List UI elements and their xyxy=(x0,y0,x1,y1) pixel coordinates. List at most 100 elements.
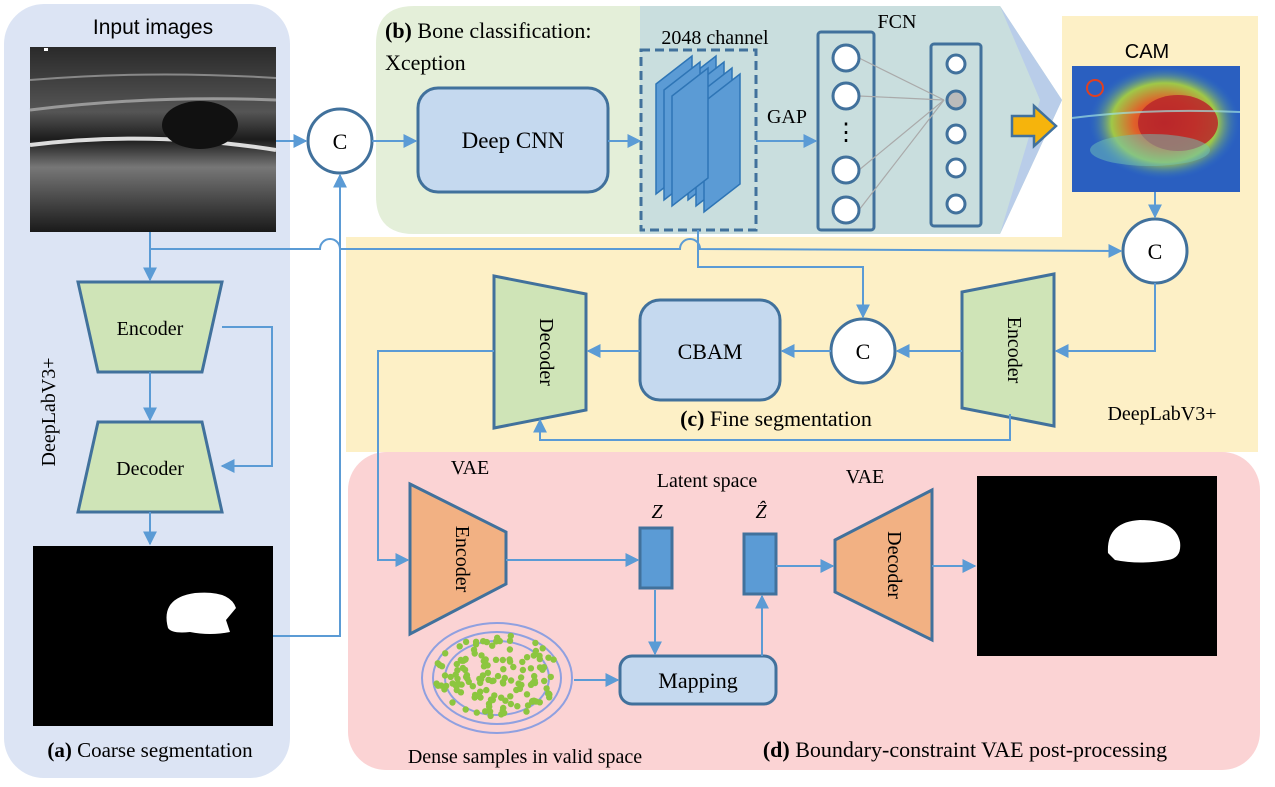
sample-dot xyxy=(498,694,505,701)
sample-dot xyxy=(487,696,495,703)
sample-dot xyxy=(510,663,517,671)
concat-node-2-label: C xyxy=(1148,239,1163,264)
sample-dot xyxy=(462,673,470,681)
sample-dot xyxy=(473,709,480,716)
sample-dot xyxy=(507,693,514,700)
fcn-layer-1 xyxy=(816,30,876,232)
sample-dot xyxy=(501,674,508,682)
concat-node-1-label: C xyxy=(333,129,348,154)
sample-dot xyxy=(523,654,531,661)
sample-dot xyxy=(545,690,552,697)
dense-samples-cloud xyxy=(421,622,573,734)
decoder-c-label: Decoder xyxy=(535,318,557,386)
sample-dot xyxy=(485,676,492,683)
vae-encoder-label: Encoder xyxy=(451,526,473,593)
sample-dot xyxy=(543,685,550,692)
sample-dot xyxy=(480,663,488,670)
sample-dot xyxy=(478,676,485,683)
sample-dot xyxy=(462,656,469,663)
sample-dot xyxy=(500,666,507,673)
sample-dot xyxy=(478,652,485,659)
sample-dot xyxy=(472,638,480,645)
vae-decoder-block xyxy=(833,487,934,643)
encoder-c-block xyxy=(960,272,1056,428)
sample-dot xyxy=(536,699,543,706)
zhat-latent-block xyxy=(742,532,778,596)
deep-cnn-label: Deep CNN xyxy=(462,128,565,153)
sample-dot xyxy=(500,704,507,712)
sample-dot xyxy=(494,672,502,680)
input-images-label: Input images xyxy=(93,16,213,39)
z-latent-block xyxy=(638,526,674,590)
sample-dot xyxy=(482,708,489,715)
sample-dot xyxy=(530,652,537,659)
concat-node-3-label: C xyxy=(856,339,871,364)
sample-dot xyxy=(462,638,470,646)
sample-dot xyxy=(506,637,514,644)
sample-dot xyxy=(506,656,513,663)
fcn-layer-2 xyxy=(929,42,983,228)
sample-dot xyxy=(536,655,543,663)
sample-dot xyxy=(527,665,535,672)
sample-dot xyxy=(484,669,492,676)
sample-dot xyxy=(524,702,532,709)
sample-dot xyxy=(547,673,554,681)
sample-dot xyxy=(523,708,530,715)
decoder-c-block xyxy=(492,274,588,430)
panel-b-subtitle: Xception xyxy=(385,50,466,75)
sample-dot xyxy=(545,654,552,661)
sample-dot xyxy=(494,634,501,641)
sample-dot xyxy=(507,632,514,640)
sample-dot xyxy=(433,680,440,687)
sample-dot xyxy=(541,677,548,685)
sample-dot xyxy=(540,664,548,671)
sample-dot xyxy=(443,682,450,690)
sample-dot xyxy=(489,642,496,649)
sample-dot xyxy=(471,650,478,657)
sample-dot xyxy=(487,712,494,719)
vae-right-label: VAE xyxy=(846,466,885,488)
sample-dot xyxy=(449,680,456,687)
sample-dot xyxy=(483,638,490,646)
panel-a-side-label: DeepLabV3+ xyxy=(38,357,60,466)
fcn-ellipsis: ⋮ xyxy=(834,120,858,146)
panel-d-caption: (d) Boundary-constraint VAE post-process… xyxy=(763,737,1167,762)
coarse-mask-image xyxy=(33,546,273,726)
dense-samples-label: Dense samples in valid space xyxy=(408,746,642,768)
sample-dot xyxy=(514,703,521,710)
sample-dot xyxy=(469,683,476,690)
sample-dot xyxy=(539,645,546,652)
sample-dot xyxy=(518,681,525,689)
decoder-a-label: Decoder xyxy=(116,458,184,480)
panel-c-side-label: DeepLabV3+ xyxy=(1107,403,1216,425)
sample-dot xyxy=(499,656,506,664)
encoder-c-label: Encoder xyxy=(1003,317,1025,384)
feature-map-stack xyxy=(655,54,741,214)
sample-dot xyxy=(456,643,463,650)
sample-dot xyxy=(550,656,557,663)
encoder-a-label: Encoder xyxy=(117,318,184,340)
mapping-label: Mapping xyxy=(658,668,737,693)
sample-dot xyxy=(449,699,456,706)
sample-dot xyxy=(453,660,460,668)
sample-dot xyxy=(506,646,514,653)
gap-label: GAP xyxy=(767,106,807,128)
fcn-connections xyxy=(858,57,945,211)
refined-mask-image xyxy=(977,476,1217,656)
decoder-a-block xyxy=(76,420,224,514)
sample-dot xyxy=(531,677,538,684)
sample-dot xyxy=(507,700,515,708)
sample-dot xyxy=(461,666,469,674)
sample-dot xyxy=(532,639,539,647)
vae-decoder-label: Decoder xyxy=(883,531,905,599)
sample-dot xyxy=(442,650,449,657)
sample-dot xyxy=(529,697,536,705)
cam-output-arrow xyxy=(1010,103,1058,149)
vae-encoder-block xyxy=(408,481,508,637)
connectors xyxy=(143,134,1162,687)
fcn-nodes-2 xyxy=(945,53,967,215)
sample-dot xyxy=(457,689,465,696)
fcn-nodes-1 xyxy=(831,43,861,225)
cam-label: CAM xyxy=(1125,41,1169,63)
